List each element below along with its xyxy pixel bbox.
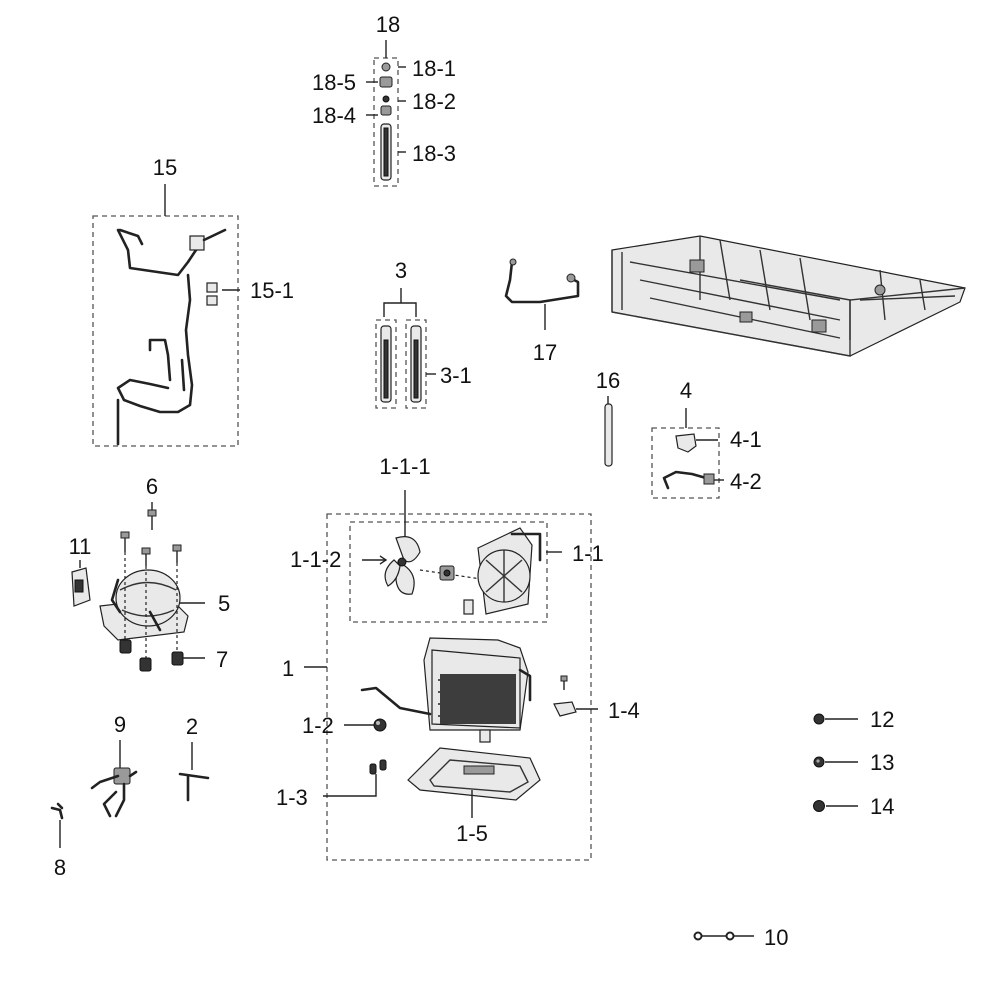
label-1-3: 1-3 [276,785,308,810]
label-1-5: 1-5 [456,821,488,846]
label-18-5: 18-5 [312,70,356,95]
group-1-1-box [349,521,548,623]
part-group-1 [323,490,598,861]
part-17 [504,258,580,330]
part-15-connector [189,235,205,251]
label-3-1: 3-1 [440,363,472,388]
part-1-1-hub [419,565,489,581]
part-8 [50,802,64,848]
label-2: 2 [186,714,198,739]
label-6: 6 [146,474,158,499]
label-11: 11 [69,534,92,559]
label-4: 4 [680,378,692,403]
label-1-4: 1-4 [608,698,640,723]
part-1-4-shape [553,675,598,717]
part-1-3-shape [323,759,387,797]
part-group-15 [92,184,240,447]
label-15: 15 [153,155,177,180]
label-1: 1 [282,656,294,681]
label-3: 3 [395,258,407,283]
compressor-group [71,502,205,672]
label-1-2: 1-2 [302,713,334,738]
part-15-1-shape-b [206,295,218,306]
part-4-1-shape [675,433,697,453]
label-18: 18 [376,12,400,37]
part-1-1-1-fan-blade [384,536,421,595]
part-group-18 [366,40,406,187]
group-1-box [326,513,592,861]
group-4-box [651,427,720,499]
label-4-2: 4-2 [730,469,762,494]
part-18-2-shape [382,95,390,103]
label-18-4: 18-4 [312,103,356,128]
part-group-3 [375,288,436,409]
part-group-4 [651,408,724,499]
cabinet-base [611,235,966,357]
label-4-1: 4-1 [730,427,762,452]
part-16 [604,396,613,467]
part-18-5-shape [379,76,393,88]
part-7-grommets [119,639,205,672]
label-1-1-1: 1-1-1 [379,454,430,479]
label-16: 16 [596,368,620,393]
label-8: 8 [54,855,66,880]
part-18-4-shape [380,105,392,116]
part-4-2-shape [662,470,708,490]
label-18-3: 18-3 [412,141,456,166]
label-5: 5 [218,591,230,616]
label-17: 17 [533,340,557,365]
part-14 [813,800,858,812]
label-18-1: 18-1 [412,56,456,81]
part-13 [813,756,858,768]
label-9: 9 [114,712,126,737]
part-6-screws [120,502,182,566]
group-3-box-left [375,319,397,409]
part-1-1-fan-shroud [463,527,542,615]
part-1-condenser [360,637,532,743]
label-7: 7 [216,647,228,672]
part-9 [90,740,138,818]
part-15-1-shape-a [206,282,218,293]
label-10: 10 [764,925,788,950]
part-10 [693,931,754,941]
label-1-1: 1-1 [572,541,604,566]
label-13: 13 [870,750,894,775]
part-5-compressor [115,569,181,627]
label-1-1-2: 1-1-2 [290,547,341,572]
label-14: 14 [870,794,894,819]
group-3-box-right [405,319,427,409]
label-12: 12 [870,707,894,732]
label-18-2: 18-2 [412,89,456,114]
part-1-2-shape [344,718,387,732]
part-1-5-drain-tray [407,747,541,818]
part-18-1-shape [381,62,391,72]
part-2 [178,742,210,802]
label-15-1: 15-1 [250,278,294,303]
part-15-tube-top [116,228,200,277]
part-12 [813,713,858,725]
